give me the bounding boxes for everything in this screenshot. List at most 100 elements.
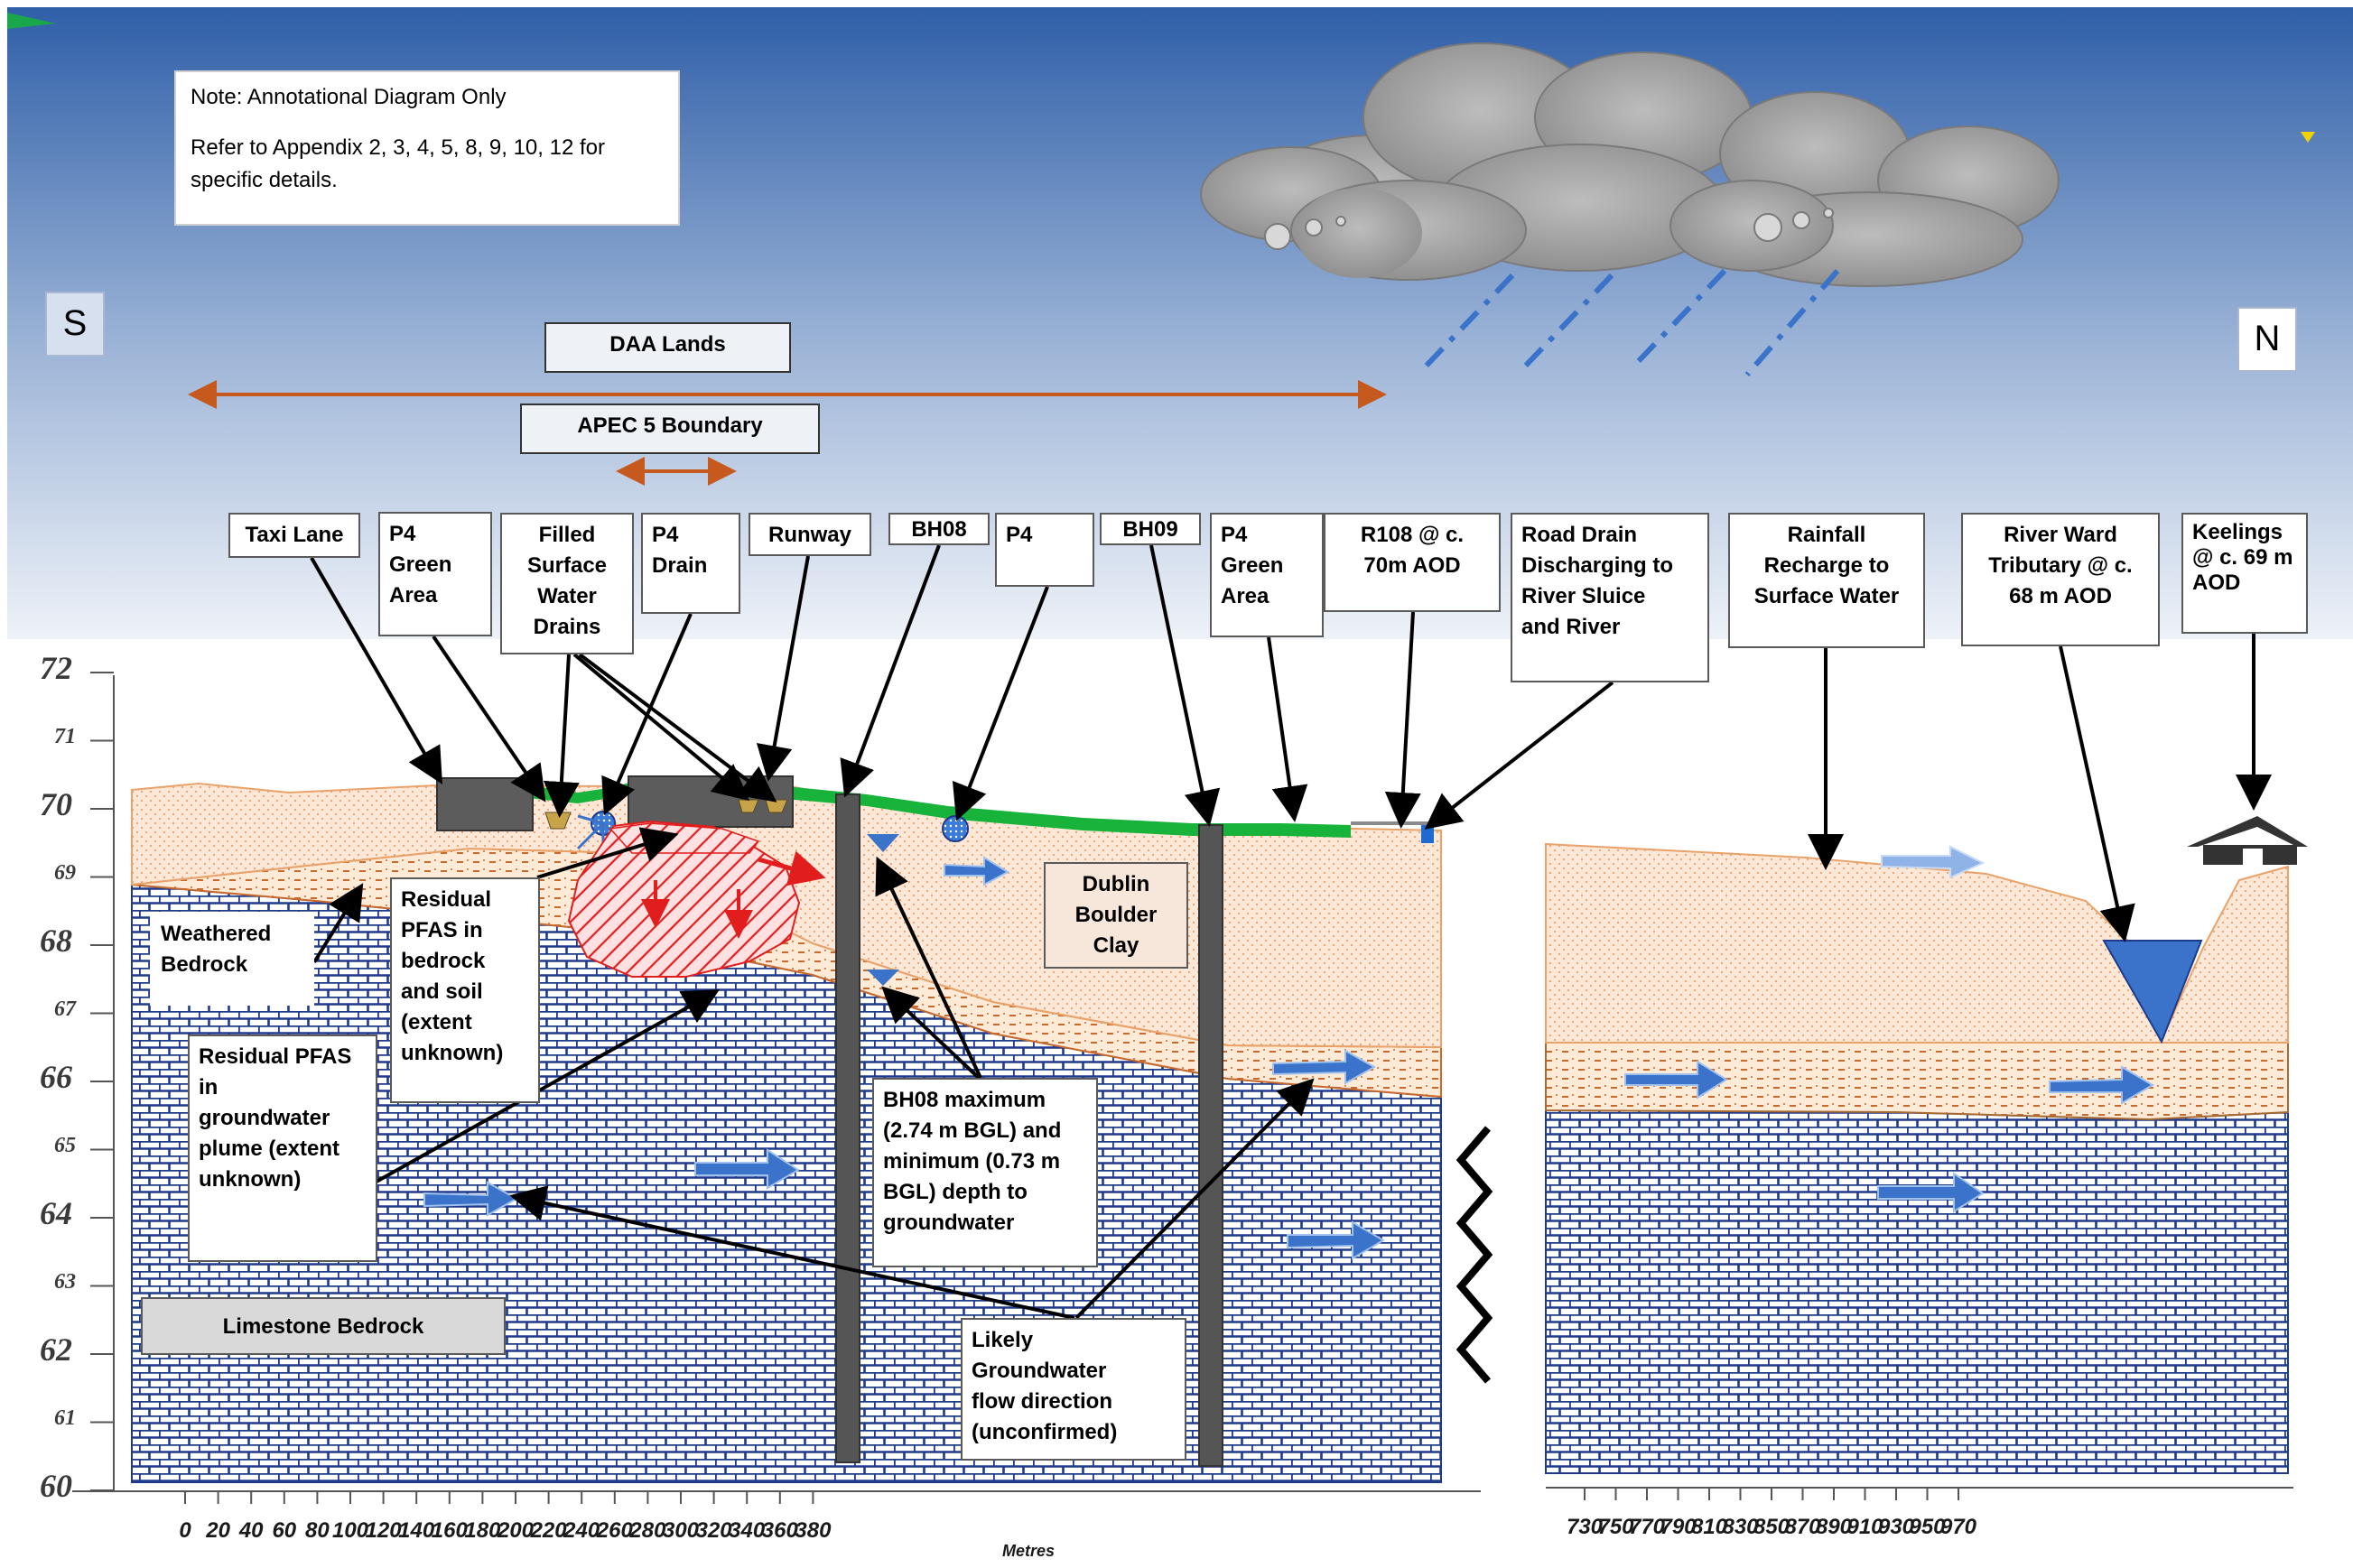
x-tick-label: 770 [1628, 1515, 1666, 1539]
south-label: S [45, 292, 105, 357]
taxi-lane-label: Taxi Lane [228, 513, 360, 558]
leader-gw-flow-1 [509, 1185, 1075, 1320]
leader-p4-green-area-1 [432, 635, 546, 803]
x-tick-label: 240 [563, 1518, 600, 1543]
leader-filled-drain-1 [543, 654, 580, 818]
leader-bh08-min [881, 986, 982, 1081]
x-tick-label: 850 [1753, 1515, 1790, 1539]
r108-label: R108 @ c. 70m AOD [1324, 513, 1501, 612]
leader-road-drain [1424, 681, 1614, 830]
x-tick-label: 790 [1660, 1515, 1697, 1539]
flow-arrow-1 [944, 856, 1010, 886]
x-tick-label: 380 [795, 1518, 832, 1543]
leader-residual-pfas-soil [536, 827, 679, 879]
x-tick-label: 200 [497, 1518, 535, 1543]
x-tick-label: 120 [365, 1518, 402, 1543]
leader-river-ward [2059, 645, 2135, 942]
p4-drain-label: P4 Drain [641, 513, 740, 614]
right-cross-section [1545, 816, 2308, 1474]
x-tick-label: 40 [238, 1518, 264, 1543]
y-tick-marks [90, 672, 114, 1491]
x-tick-label: 140 [398, 1518, 435, 1543]
leader-r108 [1384, 611, 1421, 829]
leader-weathered-bedrock [312, 883, 364, 964]
flow-arrow-7 [2049, 1065, 2154, 1105]
note-box: Note: Annotational Diagram Only Refer to… [174, 70, 680, 226]
bh08-depth-label: BH08 maximum (2.74 m BGL) and minimum (0… [872, 1078, 1098, 1267]
leader-taxi-lane [310, 556, 443, 784]
p4-green-area-label-1: P4 Green Area [378, 512, 492, 636]
river-ward-tributary-label: River Ward Tributary @ c. 68 m AOD [1961, 513, 2160, 646]
x-tick-label: 830 [1722, 1515, 1759, 1539]
x-tick-label: 80 [305, 1518, 330, 1543]
section-break-zigzag [1456, 1126, 1493, 1384]
leader-bh08 [840, 544, 941, 798]
limestone-bedrock-label: Limestone Bedrock [141, 1297, 506, 1355]
y-tick-label: 69 [54, 860, 76, 885]
x-tick-label: 260 [596, 1518, 633, 1543]
note-line-1: Note: Annotational Diagram Only [191, 85, 507, 109]
x-tick-label: 220 [530, 1518, 567, 1543]
house-icon [2187, 816, 2308, 865]
y-tick-label: 65 [54, 1133, 76, 1157]
y-tick-label: 72 [40, 650, 72, 686]
flow-arrow-3 [694, 1148, 800, 1190]
x-tick-label: 950 [1909, 1515, 1946, 1539]
limestone-bedrock-right [1545, 1109, 2289, 1474]
y-tick-label: 70 [40, 786, 72, 822]
groundwater-flow-direction-label: Likely Groundwater flow direction (uncon… [961, 1318, 1186, 1461]
leader-filled-drain-2 [572, 653, 750, 802]
yellow-marker-icon [2301, 132, 2315, 143]
bh08-label: BH08 [888, 513, 990, 545]
filled-drain-3 [765, 799, 788, 813]
x-tick-label: 730 [1566, 1515, 1604, 1539]
road-drain-box [1421, 825, 1434, 843]
y-tick-label: 67 [54, 997, 76, 1021]
x-tick-label: 20 [206, 1518, 230, 1543]
y-axis [72, 675, 2293, 1492]
x-axis-unit-label: Metres [1002, 1542, 1056, 1560]
y-tick-label: 62 [40, 1331, 72, 1368]
bh08-min-level-marker [867, 970, 899, 986]
x-tick-label: 930 [1877, 1515, 1915, 1539]
river-ward-tributary [2102, 940, 2203, 1044]
leader-runway [756, 555, 810, 782]
leader-p4-green-area-2 [1267, 636, 1308, 822]
y-tick-label: 61 [54, 1406, 76, 1430]
x-tick-label: 60 [272, 1518, 297, 1543]
x-tick-label: 280 [629, 1518, 666, 1543]
flow-arrow-2 [1272, 1049, 1377, 1085]
x-tick-label: 320 [695, 1518, 732, 1543]
x-tick-label: 0 [179, 1518, 191, 1543]
green-flag-icon [7, 13, 56, 29]
leader-bh08-max [875, 856, 982, 1079]
rainfall-recharge-label: Rainfall Recharge to Surface Water [1728, 513, 1925, 648]
y-tick-label: 60 [40, 1468, 72, 1504]
leader-p4 [952, 586, 1049, 821]
bh08-max-level-marker [867, 834, 899, 852]
residual-pfas-soil-label: Residual PFAS in bedrock and soil (exten… [390, 877, 540, 1103]
residual-pfas-groundwater-label: Residual PFAS in groundwater plume (exte… [188, 1035, 377, 1262]
groundwater-flow-arrows [423, 856, 2154, 1260]
x-tick-label: 180 [464, 1518, 501, 1543]
daa-lands-label: DAA Lands [544, 322, 791, 373]
y-tick-label: 63 [54, 1269, 76, 1294]
x-tick-label: 910 [1846, 1515, 1883, 1539]
taxi-lane-slab [436, 777, 534, 831]
x-tick-label: 750 [1597, 1515, 1634, 1539]
leader-arrows [310, 544, 2272, 1320]
x-tick-label: 810 [1690, 1515, 1728, 1539]
bh09-borehole [1198, 824, 1223, 1467]
leader-filled-drain-3 [578, 653, 777, 803]
note-line-2: Refer to Appendix 2, 3, 4, 5, 8, 9, 10, … [191, 135, 605, 192]
leader-bh09 [1149, 544, 1221, 827]
weathered-bedrock-label: Weathered Bedrock [150, 912, 314, 1006]
x-tick-label: 340 [729, 1518, 766, 1543]
y-tick-label: 68 [40, 923, 72, 959]
apec5-boundary-label: APEC 5 Boundary [520, 404, 820, 454]
p4-green-area-label-2: P4 Green Area [1210, 513, 1324, 637]
x-tick-label: 970 [1939, 1515, 1977, 1539]
x-tick-label: 300 [662, 1518, 700, 1543]
flow-arrow-4 [423, 1181, 519, 1217]
